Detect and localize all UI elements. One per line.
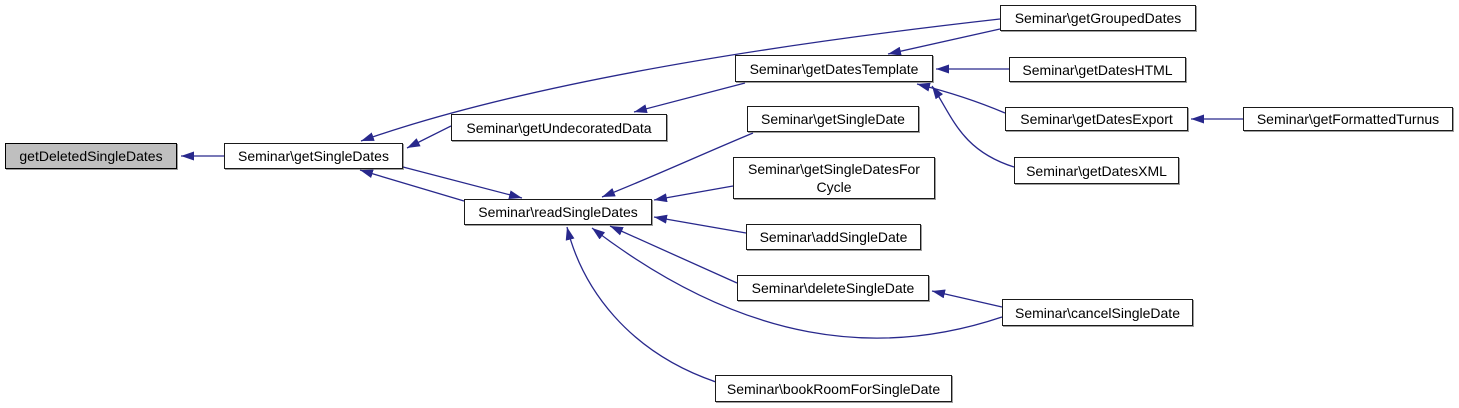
node-getSingleDates[interactable]: Seminar\getSingleDates bbox=[224, 143, 403, 169]
edge-deleteSingleDate-readSingleDates bbox=[609, 225, 738, 284]
edge-getDatesExport-getDatesTemplate bbox=[916, 82, 1006, 114]
edge-getUndecoratedData-getSingleDates bbox=[406, 125, 452, 149]
edge-cancelSingleDate-deleteSingleDate bbox=[931, 289, 1003, 308]
edge-getSingleDates-readSingleDates bbox=[402, 166, 523, 200]
edge-getDatesXML-getDatesTemplate bbox=[931, 85, 1015, 168]
node-getSingleDate[interactable]: Seminar\getSingleDate bbox=[747, 106, 919, 132]
node-getSingleDatesForCycle[interactable]: Seminar\getSingleDatesFor Cycle bbox=[733, 157, 935, 199]
node-getFormattedTurnus[interactable]: Seminar\getFormattedTurnus bbox=[1243, 107, 1453, 131]
node-getDatesXML[interactable]: Seminar\getDatesXML bbox=[1014, 157, 1179, 184]
node-getGroupedDates[interactable]: Seminar\getGroupedDates bbox=[1000, 5, 1196, 31]
node-getDeletedSingleDates: getDeletedSingleDates bbox=[5, 143, 177, 169]
node-getUndecoratedData[interactable]: Seminar\getUndecoratedData bbox=[451, 114, 667, 141]
edge-bookRoomForSingleDate-readSingleDates bbox=[565, 226, 717, 383]
node-bookRoomForSingleDate[interactable]: Seminar\bookRoomForSingleDate bbox=[715, 375, 952, 402]
edge-getGroupedDates-getSingleDates bbox=[360, 18, 1001, 142]
node-deleteSingleDate[interactable]: Seminar\deleteSingleDate bbox=[737, 275, 929, 301]
node-addSingleDate[interactable]: Seminar\addSingleDate bbox=[746, 224, 921, 250]
node-getDatesHTML[interactable]: Seminar\getDatesHTML bbox=[1009, 57, 1186, 82]
node-getDatesTemplate[interactable]: Seminar\getDatesTemplate bbox=[735, 55, 933, 82]
node-getDatesExport[interactable]: Seminar\getDatesExport bbox=[1005, 107, 1188, 131]
node-cancelSingleDate[interactable]: Seminar\cancelSingleDate bbox=[1002, 299, 1193, 326]
edge-getSingleDate-readSingleDates bbox=[601, 132, 754, 198]
edge-getGroupedDates-getDatesTemplate bbox=[887, 28, 1001, 56]
edge-readSingleDates-getSingleDates bbox=[359, 169, 465, 202]
edge-getSingleDatesForCycle-readSingleDates bbox=[653, 185, 734, 203]
edge-cancelSingleDate-readSingleDates bbox=[591, 227, 1003, 339]
edge-addSingleDate-readSingleDates bbox=[653, 214, 747, 234]
node-readSingleDates[interactable]: Seminar\readSingleDates bbox=[464, 199, 652, 225]
edge-getDatesTemplate-getUndecoratedData bbox=[633, 82, 746, 114]
